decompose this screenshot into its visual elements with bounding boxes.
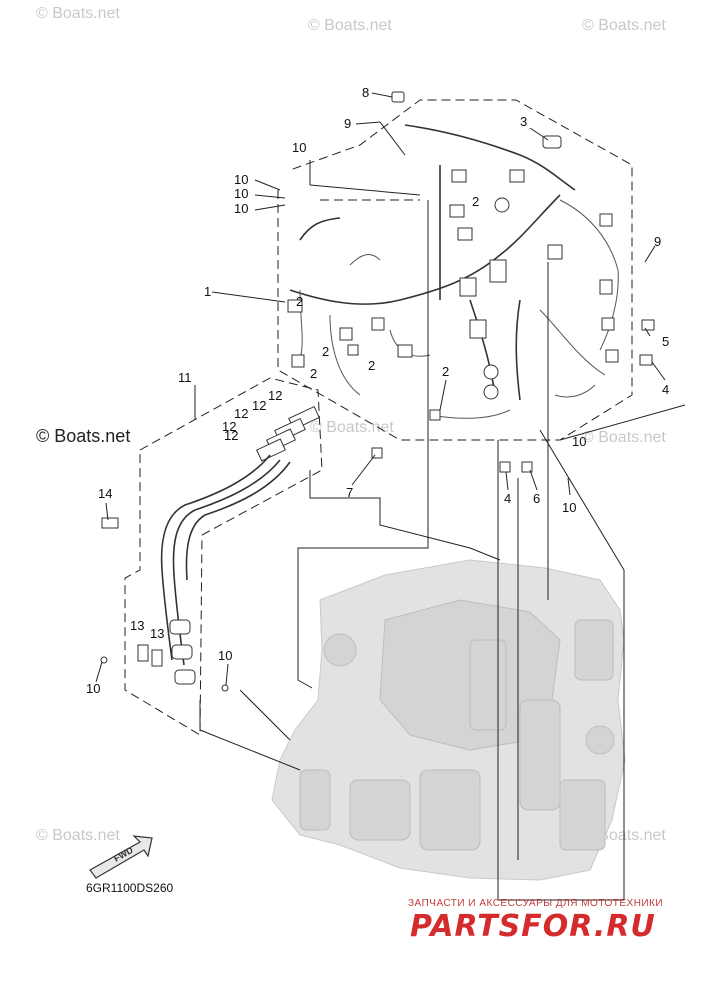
engine-block [271, 559, 626, 881]
watermark: © Boats.net [582, 17, 666, 34]
callout-11: 11 [178, 370, 192, 385]
callout-10: 10 [86, 681, 100, 696]
callout-10: 10 [234, 186, 248, 201]
callout-10: 10 [234, 201, 248, 216]
watermark: © Boats.net [36, 426, 130, 446]
callout-14: 14 [98, 486, 112, 501]
callout-10: 10 [234, 172, 248, 187]
callout-12: 12 [252, 398, 266, 413]
leader-lines [95, 92, 686, 901]
coil-harness-outline [124, 377, 323, 736]
callout-10: 10 [292, 140, 306, 155]
brand-tagline: ЗАПЧАСТИ И АКСЕССУАРЫ ДЛЯ МОТОТЕХНИКИ [408, 898, 663, 909]
callout-12: 12 [224, 428, 238, 443]
callout-2: 2 [472, 194, 479, 209]
callout-9: 9 [344, 116, 351, 131]
diagram-code: 6GR1100DS260 [86, 881, 173, 895]
brand-logo: PARTSFOR.RU [410, 909, 656, 944]
callout-13: 13 [150, 626, 164, 641]
callout-10: 10 [572, 434, 586, 449]
watermark: © Boats.net [310, 419, 394, 436]
callout-13: 13 [130, 618, 144, 633]
callout-2: 2 [368, 358, 375, 373]
callout-12: 12 [222, 419, 236, 434]
callout-2: 2 [310, 366, 317, 381]
callout-2: 2 [296, 294, 303, 309]
callout-6: 6 [533, 491, 540, 506]
callout-2: 2 [442, 364, 449, 379]
callout-labels: 1 2 2 2 2 2 2 3 4 4 5 6 7 8 9 9 10 10 10… [86, 85, 669, 696]
callout-4: 4 [504, 491, 511, 506]
watermark: © Boats.net [36, 5, 120, 22]
callout-2: 2 [322, 344, 329, 359]
watermark: © Boats.net [308, 17, 392, 34]
watermark: © Boats.net [582, 429, 666, 446]
callout-12: 12 [234, 406, 248, 421]
callout-10: 10 [562, 500, 576, 515]
callout-12: 12 [268, 388, 282, 403]
callout-3: 3 [520, 114, 527, 129]
callout-4: 4 [662, 382, 669, 397]
main-harness-outline [277, 99, 633, 441]
callout-5: 5 [662, 334, 669, 349]
callout-1: 1 [204, 284, 211, 299]
callout-7: 7 [346, 485, 353, 500]
ignition-coil-harness [100, 405, 320, 692]
watermark: © Boats.net [36, 827, 120, 844]
callout-9: 9 [654, 234, 661, 249]
harness-connectors [287, 91, 655, 473]
callout-10: 10 [218, 648, 232, 663]
callout-8: 8 [362, 85, 369, 100]
main-wire-harness [289, 124, 619, 419]
